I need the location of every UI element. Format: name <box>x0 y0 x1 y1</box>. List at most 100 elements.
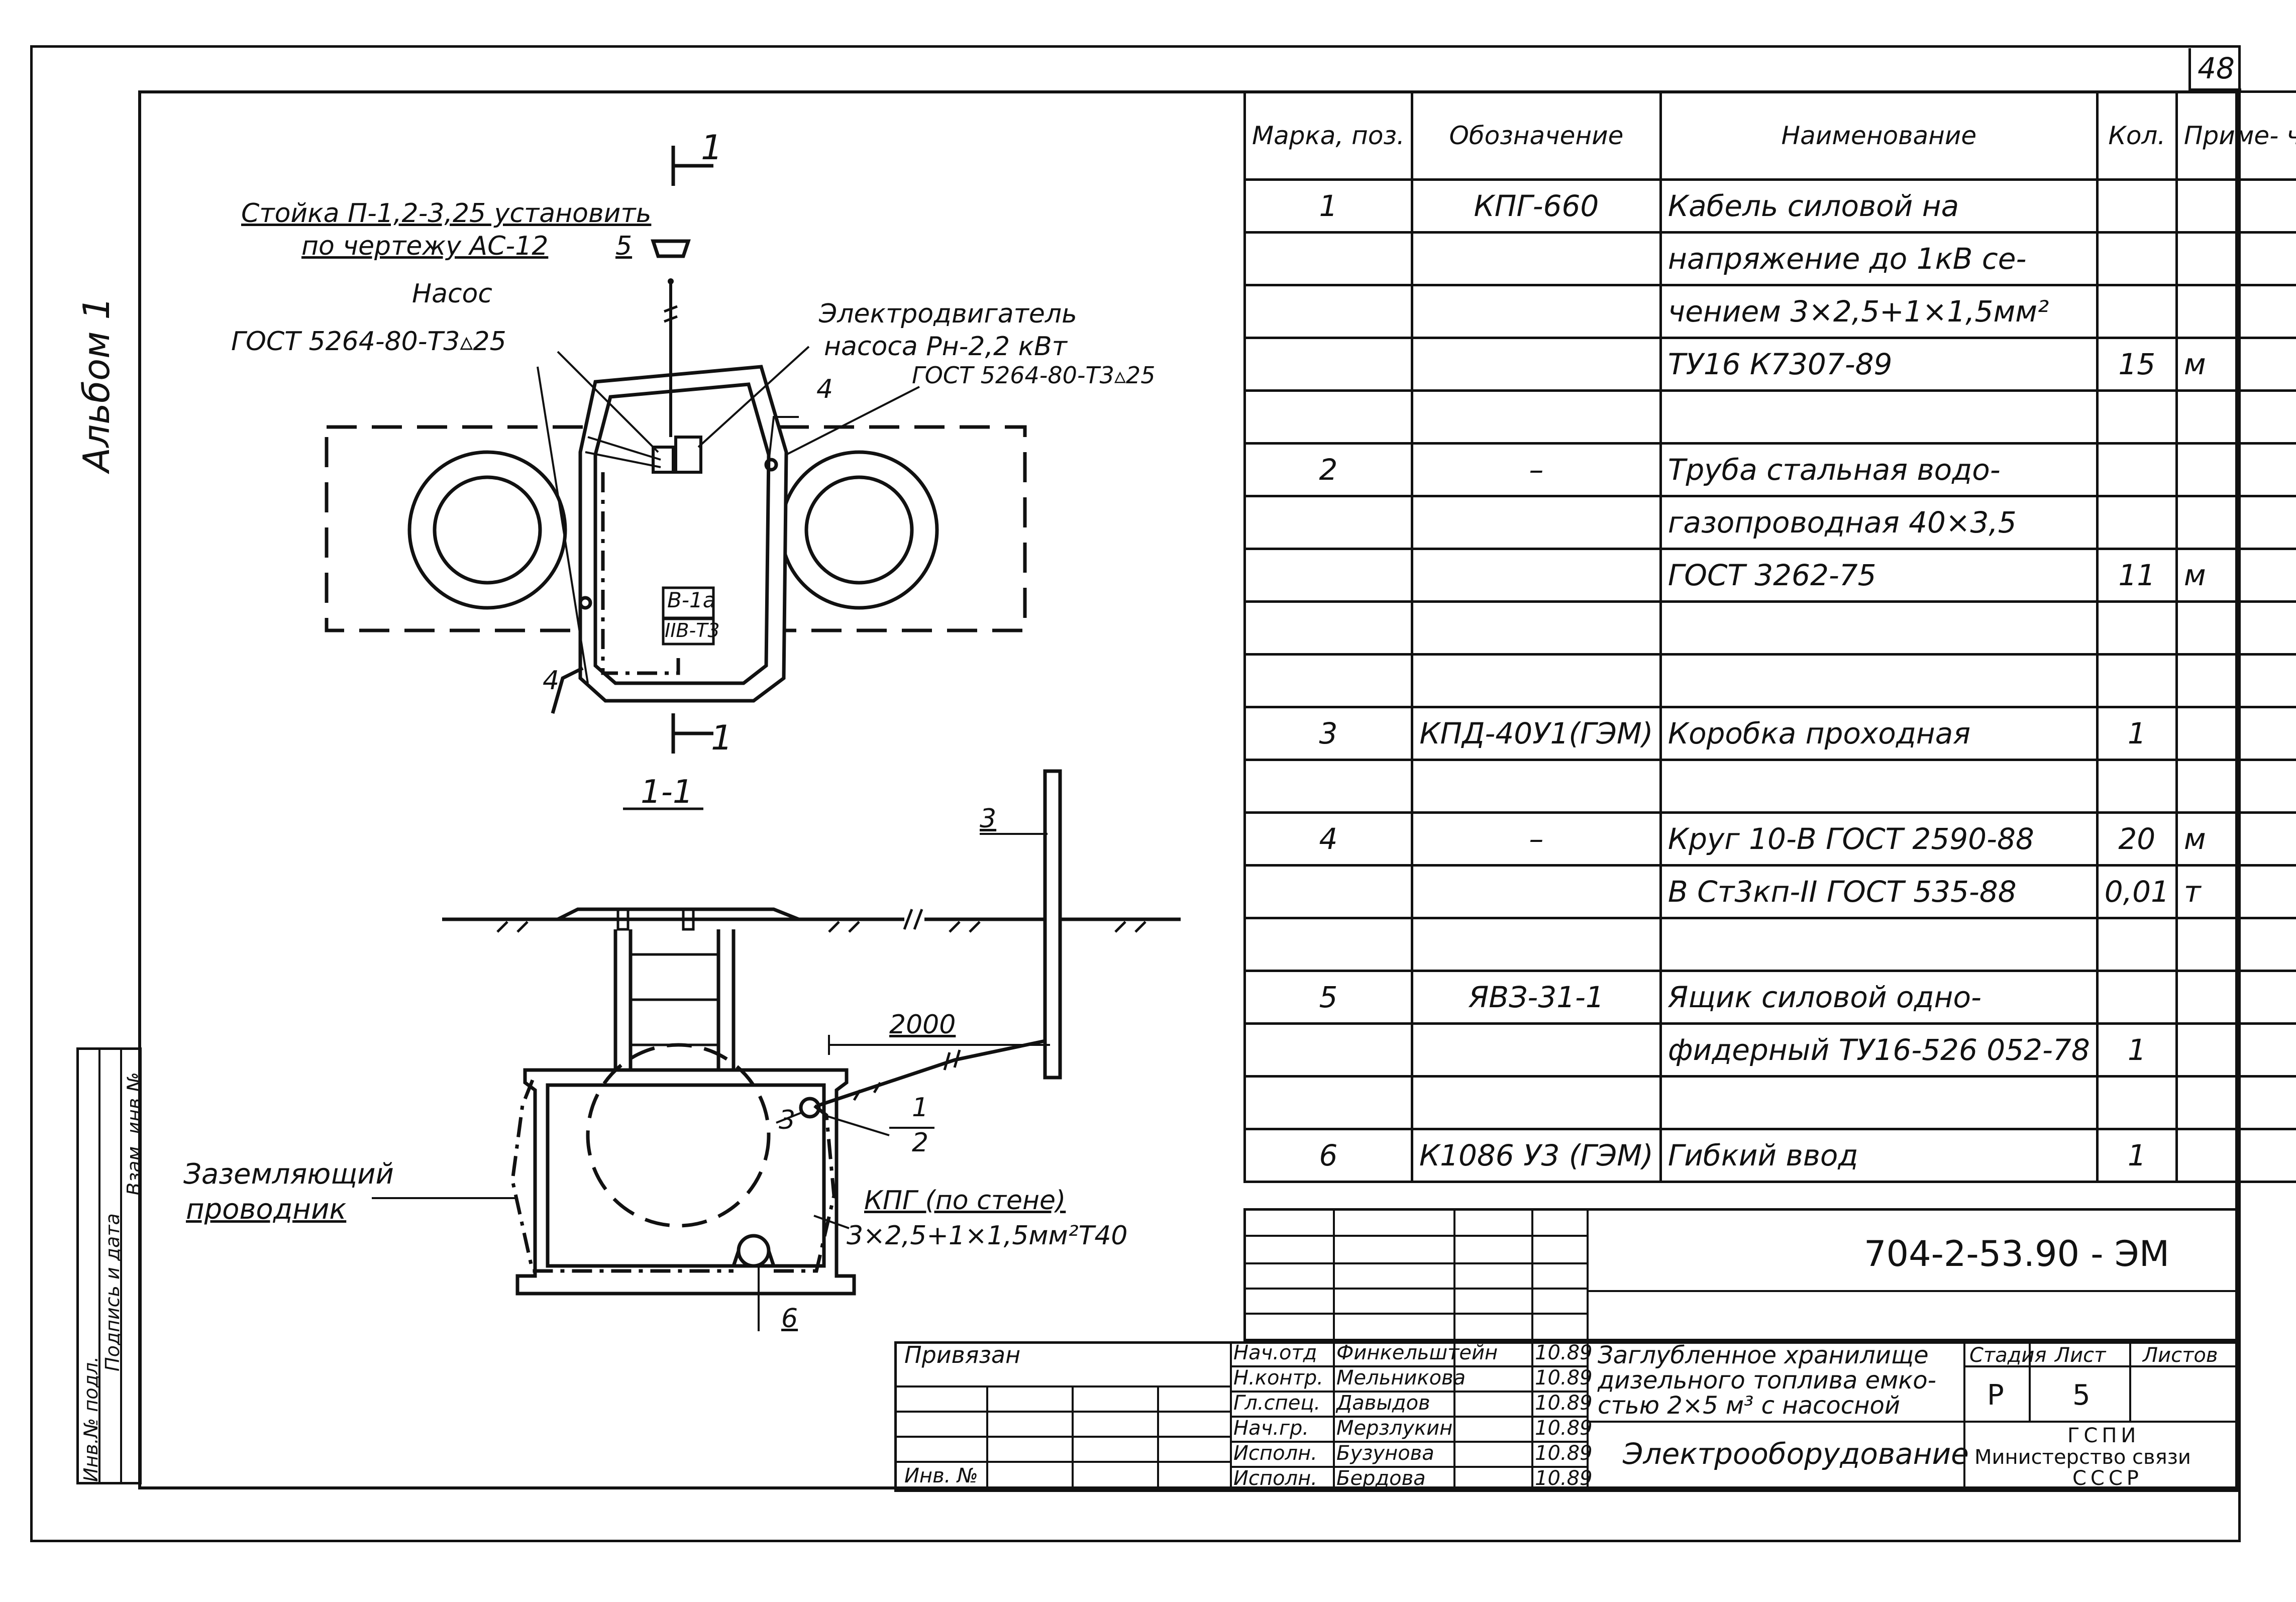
spec-cell-mark <box>1243 389 1413 445</box>
motor-label-line1: Электродвигатель <box>819 299 1077 329</box>
spec-cell-qty <box>2096 495 2178 550</box>
spec-cell-qty <box>2096 284 2178 339</box>
staff-date: 10.89 <box>1535 1392 1593 1415</box>
spec-cell-note <box>2175 284 2296 339</box>
staff-date: 10.89 <box>1535 1341 1593 1364</box>
spec-row <box>1243 653 2296 708</box>
spec-cell-qty <box>2096 442 2178 497</box>
section-title: 1-1 <box>641 774 693 811</box>
spec-row: газопроводная 40×3,5 <box>1243 495 2296 550</box>
staff-date: 10.89 <box>1535 1467 1593 1490</box>
spec-cell-mark <box>1243 653 1413 708</box>
spec-cell-mark <box>1243 1022 1413 1078</box>
spec-cell-note <box>2175 917 2296 972</box>
spec-cell-designation: – <box>1410 811 1662 867</box>
staff-date: 10.89 <box>1535 1442 1593 1465</box>
plan-hatch-left <box>407 450 567 610</box>
section-marker-bottom: 1 <box>711 718 733 758</box>
zone-label-1: В-1а <box>667 588 716 612</box>
staff-role: Н.контр. <box>1233 1366 1323 1390</box>
spec-cell-name <box>1659 917 2099 972</box>
spec-row <box>1243 917 2296 972</box>
ground-conductor-line2: проводник <box>186 1193 347 1226</box>
spec-cell-mark <box>1243 337 1413 392</box>
staff-role: Нач.отд <box>1233 1341 1317 1364</box>
spec-cell-note <box>2175 600 2296 656</box>
side-stamp-replace: Взам. инв.№ <box>123 1072 145 1196</box>
gost-right-label: ГОСТ 5264-80-Т3▵25 <box>912 362 1156 389</box>
header-mark: Марка, поз. <box>1243 90 1413 181</box>
project-line3: стью 2×5 м³ с насосной <box>1598 1392 1901 1420</box>
pos-6-label: 6 <box>781 1304 798 1334</box>
staff-role: Исполн. <box>1233 1467 1317 1490</box>
spec-cell-name: ТУ16 К7307-89 <box>1659 337 2099 392</box>
spec-cell-mark: 2 <box>1243 442 1413 497</box>
spec-cell-note <box>2175 706 2296 761</box>
frac-top: 1 <box>912 1093 929 1123</box>
spec-cell-note <box>2175 1128 2296 1183</box>
spec-cell-mark: 1 <box>1243 178 1413 234</box>
cable-label-line2: 3×2,5+1×1,5мм²Т40 <box>847 1221 1128 1251</box>
spec-cell-qty <box>2096 1075 2178 1130</box>
title-block-lower <box>894 1341 2238 1492</box>
spec-cell-designation <box>1410 653 1662 708</box>
section-marker-top: 1 <box>701 128 723 168</box>
spec-cell-designation <box>1410 600 1662 656</box>
project-line1: Заглубленное хранилище <box>1598 1341 1929 1369</box>
spec-cell-qty: 15 <box>2096 337 2178 392</box>
staff-name: Мельникова <box>1336 1366 1466 1390</box>
spec-cell-qty: 1 <box>2096 1022 2178 1078</box>
sheet-number: 48 <box>2188 48 2241 91</box>
spec-cell-mark <box>1243 1075 1413 1130</box>
side-stamp-inv: Инв.№ подл. <box>80 1356 102 1482</box>
pos-5-label: 5 <box>615 231 633 261</box>
spec-cell-designation <box>1410 231 1662 286</box>
spec-cell-note <box>2175 495 2296 550</box>
spec-cell-qty: 1 <box>2096 706 2178 761</box>
spec-cell-qty <box>2096 653 2178 708</box>
pos-3-box-label: 3 <box>779 1105 796 1135</box>
spec-cell-designation: – <box>1410 442 1662 497</box>
sheets-label: Листов <box>2143 1344 2218 1367</box>
spec-cell-qty <box>2096 600 2178 656</box>
spec-cell-name: газопроводная 40×3,5 <box>1659 495 2099 550</box>
spec-cell-note: м <box>2175 811 2296 867</box>
spec-cell-mark <box>1243 600 1413 656</box>
spec-cell-name: фидерный ТУ16-526 052-78 <box>1659 1022 2099 1078</box>
inv-label: Инв. № <box>904 1464 978 1487</box>
spec-row: чением 3×2,5+1×1,5мм² <box>1243 284 2296 339</box>
spec-cell-note: м <box>2175 337 2296 392</box>
stand-note-line2: по чертежу АС-12 <box>301 231 549 261</box>
staff-date: 10.89 <box>1535 1366 1593 1390</box>
title-block-upper <box>1243 1208 2238 1341</box>
spec-cell-mark: 5 <box>1243 970 1413 1025</box>
spec-cell-qty <box>2096 231 2178 286</box>
spec-cell-name: Труба стальная водо- <box>1659 442 2099 497</box>
header-name: Наименование <box>1659 90 2099 181</box>
spec-cell-designation <box>1410 548 1662 603</box>
spec-cell-mark: 3 <box>1243 706 1413 761</box>
spec-cell-designation <box>1410 759 1662 814</box>
project-line2: дизельного топлива емко- <box>1598 1366 1936 1395</box>
spec-cell-name <box>1659 653 2099 708</box>
spec-cell-qty <box>2096 917 2178 972</box>
gost-left-label: ГОСТ 5264-80-Т3▵25 <box>231 327 506 357</box>
spec-row <box>1243 1075 2296 1130</box>
cable-label-line1: КПГ (по стене) <box>864 1186 1066 1216</box>
stage-value: Р <box>1987 1379 2004 1412</box>
spec-cell-mark: 4 <box>1243 811 1413 867</box>
spec-cell-name: Гибкий ввод <box>1659 1128 2099 1183</box>
spec-cell-name: Коробка проходная <box>1659 706 2099 761</box>
spec-cell-qty: 0,01 <box>2096 864 2178 919</box>
spec-cell-note: м <box>2175 548 2296 603</box>
spec-cell-note <box>2175 653 2296 708</box>
specification-table: Марка, поз. Обозначение Наименование Кол… <box>1243 90 2296 1183</box>
spec-cell-mark <box>1243 864 1413 919</box>
spec-cell-designation <box>1410 864 1662 919</box>
